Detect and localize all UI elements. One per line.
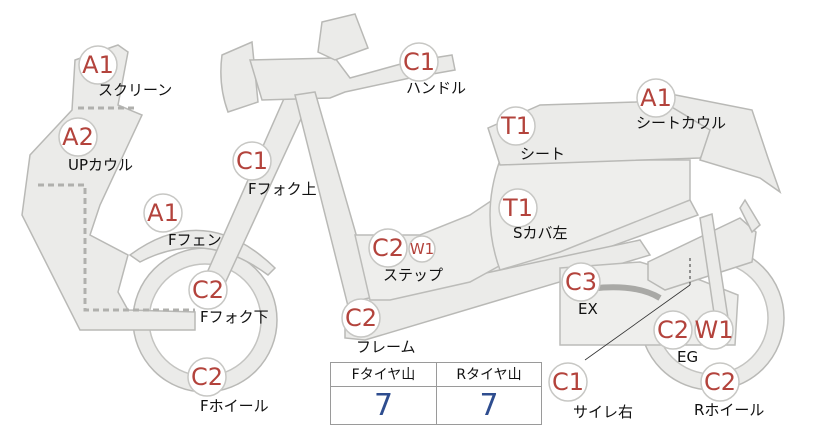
label-screen: スクリーン (98, 81, 173, 99)
engine-shape (559, 261, 739, 346)
label-seat-cowl: シートカウル (636, 114, 727, 132)
grade-marker-r-wheel (700, 362, 740, 402)
grade-seat: T1 (500, 112, 531, 140)
grade-marker-f-fork-lower (188, 270, 228, 310)
label-side-cover-left: Sカバ左 (513, 224, 568, 242)
grade-up-cowl: A2 (62, 123, 94, 151)
front-wheel-shape (132, 247, 278, 393)
label-f-fork-upper: Fフォク上 (248, 180, 317, 198)
headlight-shape (220, 40, 259, 113)
grade-marker-up-cowl (58, 117, 98, 157)
grade-marker-side-cover-left (498, 188, 538, 228)
grade-engine: C2 (657, 316, 689, 344)
grade-marker-f-fender (143, 193, 183, 233)
label-r-wheel: Rホイール (694, 401, 765, 419)
side-cover-shape (489, 159, 691, 271)
grade-marker-frame (341, 298, 381, 338)
label-handle: ハンドル (406, 79, 467, 97)
grade-marker-muffler-right (548, 362, 588, 402)
grade-handle: C1 (403, 48, 435, 76)
grade-marker-seat (496, 106, 536, 146)
grade-engine-2: W1 (695, 316, 734, 344)
label-f-wheel: Fホイール (200, 397, 269, 415)
label-step: ステップ (383, 266, 444, 284)
grade-marker-step (368, 228, 408, 268)
label-seat: シート (520, 145, 566, 163)
label-f-fork-lower: Fフォク下 (200, 308, 269, 326)
grade-screen: A1 (82, 51, 114, 79)
front-tire-tread-value: 7 (373, 388, 394, 423)
mirror-shape (317, 13, 369, 61)
grade-exhaust: C3 (565, 268, 597, 296)
grade-marker-seat-cowl (636, 78, 676, 118)
grade-markers: A1 A2 A1 C2 C2 C1 C1 C2 W1 C2 T1 A1 (58, 42, 740, 402)
grade-marker-engine-2 (694, 310, 734, 350)
grade-marker-screen (78, 45, 118, 85)
grade-marker-exhaust (561, 262, 601, 302)
grade-f-fork-upper: C1 (236, 147, 268, 175)
front-cowl-shape (21, 44, 196, 331)
rear-tire-tread-header: Rタイヤ山 (437, 363, 541, 387)
grade-marker-handle (399, 42, 439, 82)
label-frame: フレーム (356, 338, 416, 356)
grade-f-wheel: C2 (191, 363, 223, 391)
muffler-shape (647, 217, 757, 291)
grade-marker-engine (653, 310, 693, 350)
grade-frame: C2 (345, 304, 377, 332)
grade-side-cover-left: T1 (502, 194, 533, 222)
label-muffler-right: サイレ右 (573, 403, 634, 421)
grade-step: C2 (372, 234, 404, 262)
grade-marker-step-2 (408, 235, 436, 263)
tire-tread-table: Fタイヤ山 Rタイヤ山 7 7 (330, 362, 542, 425)
grade-f-fender: A1 (147, 199, 179, 227)
grade-seat-cowl: A1 (640, 84, 672, 112)
table-divider (436, 363, 437, 424)
grade-marker-f-fork-upper (232, 141, 272, 181)
label-f-fender: Fフェン (168, 231, 222, 249)
label-up-cowl: UPカウル (68, 156, 134, 174)
rear-tire-tread-value: 7 (479, 388, 499, 423)
grade-r-wheel: C2 (704, 368, 736, 396)
seat-cowl-shape (639, 87, 782, 194)
label-exhaust: EX (578, 300, 598, 318)
grade-step-2: W1 (410, 240, 434, 258)
grade-muffler-right: C1 (552, 368, 584, 396)
grade-f-fork-lower: C2 (192, 276, 224, 304)
label-engine: EG (677, 348, 699, 366)
front-tire-tread-header: Fタイヤ山 (331, 363, 436, 387)
grade-marker-f-wheel (187, 357, 227, 397)
